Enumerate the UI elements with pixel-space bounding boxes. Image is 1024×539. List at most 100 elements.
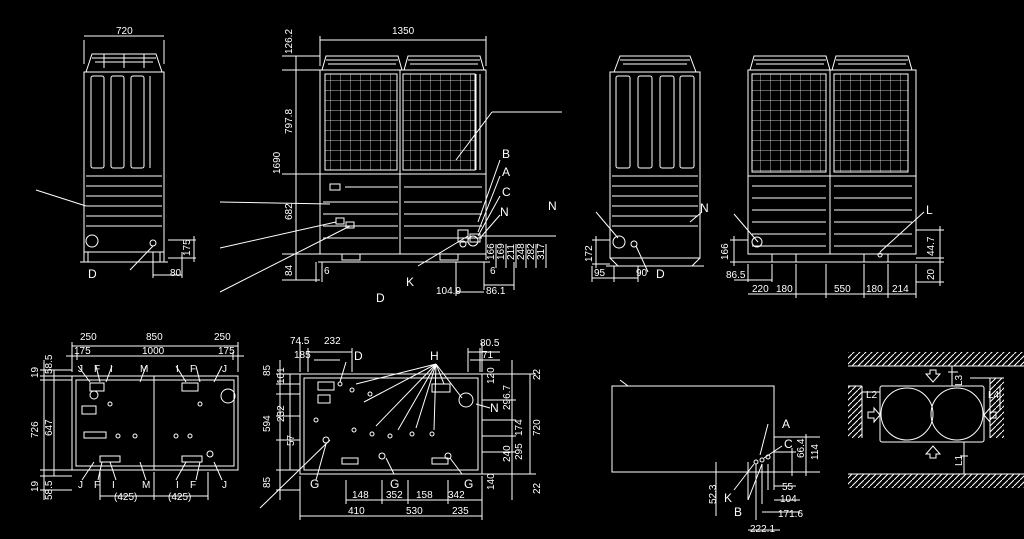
label-m-1: M [140,364,148,375]
label-d-side: D [88,267,97,281]
label-90: 90 [636,268,648,279]
label-352: 352 [386,490,403,501]
label-l4: L4 [988,390,1000,401]
label-342: 342 [448,490,465,501]
label-550: 550 [834,284,851,295]
label-166: 166 [486,243,497,260]
label-g-3: G [464,477,473,491]
label-158: 158 [416,490,433,501]
label-g-1: G [310,477,319,491]
label-80: 80 [170,268,182,279]
label-19-top: 19 [30,366,41,378]
label-n-side: N [548,199,557,213]
label-282: 282 [526,243,537,260]
label-57: 57 [286,434,297,446]
label-425-a: (425) [114,492,137,503]
label-f-2: F [190,364,196,375]
side-view-unit [80,53,168,263]
label-c-front: C [502,185,511,199]
label-j-4: J [222,480,227,491]
label-171-6: 171.6 [778,509,803,520]
bottom-view-base-detail [299,373,483,475]
label-120: 120 [486,367,497,384]
label-1350: 1350 [392,26,415,37]
label-1690: 1690 [272,151,283,174]
label-220: 220 [752,284,769,295]
label-66-4: 66.4 [796,438,807,458]
label-19-bottom: 19 [30,480,41,492]
label-95: 95 [594,268,606,279]
label-101: 101 [276,367,287,384]
label-d-bottom: D [354,349,363,363]
label-185: 185 [294,350,311,361]
label-22-top: 22 [532,368,543,380]
right-front-view-unit [744,55,920,263]
label-180-a: 180 [776,284,793,295]
label-l2: L2 [866,390,878,401]
label-166-right: 166 [720,243,731,260]
label-235: 235 [452,506,469,517]
label-250-a: 250 [80,332,97,343]
label-797-8: 797.8 [284,109,295,134]
label-d-right: D [656,267,665,281]
label-l3: L3 [954,374,965,386]
label-l1: L1 [954,454,965,466]
label-n-front: N [500,205,509,219]
installation-clearance-view [848,352,1024,488]
label-720: 720 [116,26,133,37]
label-148: 148 [352,490,369,501]
label-114: 114 [810,444,821,460]
label-295: 295 [514,443,525,460]
label-j-3: J [78,480,83,491]
right-side-view-unit [606,55,704,267]
label-594: 594 [262,415,273,432]
label-c-detail: C [784,437,793,451]
label-b-detail: B [734,505,742,519]
label-410: 410 [348,506,365,517]
label-h: H [430,349,439,363]
label-317: 317 [536,243,547,260]
label-530: 530 [406,506,423,517]
label-726: 726 [30,421,41,438]
label-80-5: 80.5 [480,338,500,349]
label-1000: 1000 [142,346,165,357]
label-m-2: M [142,480,150,491]
label-n-right: N [700,201,709,215]
label-682: 682 [284,203,295,220]
label-22-bottom: 22 [532,482,543,494]
label-j-1: J [78,364,83,375]
label-174: 174 [514,419,525,436]
label-175: 175 [182,239,193,256]
label-240: 240 [502,445,513,462]
label-58-5-top: 58.5 [44,354,55,374]
label-104: 104 [780,494,797,505]
label-20: 20 [926,268,937,280]
label-i-1: I [110,364,113,375]
label-i-3: I [112,480,115,491]
label-6-left: 6 [324,266,330,277]
bottom-view-base [71,375,239,471]
label-f-4: F [190,480,196,491]
label-b-front: B [502,147,510,161]
label-55: 55 [782,482,794,493]
label-180-b: 180 [866,284,883,295]
label-232: 232 [324,336,341,347]
label-720-v: 720 [532,419,543,436]
label-850: 850 [146,332,163,343]
label-169: 169 [496,243,507,260]
label-74-5: 74.5 [290,336,310,347]
label-232-v: 232 [276,405,287,422]
label-j-2: J [222,364,227,375]
label-i-2: I [176,364,179,375]
label-296-7: 296.7 [502,385,513,410]
pipe-connection-detail [611,385,775,473]
label-104-9: 104.9 [436,286,461,297]
label-71: 71 [482,350,494,361]
label-f-3: F [94,480,100,491]
label-44-7: 44.7 [926,236,937,256]
label-6-right: 6 [490,266,496,277]
label-d-front: D [376,291,385,305]
label-a-detail: A [782,417,790,431]
label-l-right: L [926,203,933,217]
